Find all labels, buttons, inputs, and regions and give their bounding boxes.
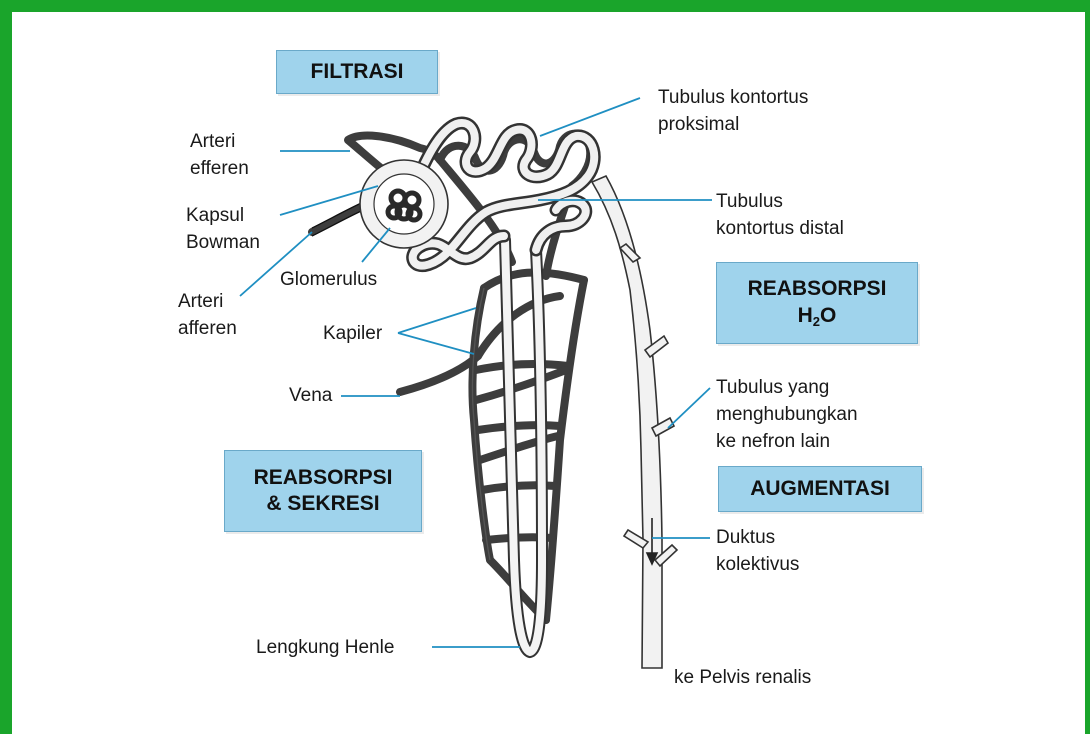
reabsorpsi-sekresi-line2: & SEKRESI — [266, 491, 379, 517]
label-arteri-efferen: Arteri efferen — [190, 128, 249, 182]
augmentasi-label: AUGMENTASI — [750, 476, 890, 502]
filtrasi-box: FILTRASI — [276, 50, 438, 94]
reabsorpsi-h2o-box: REABSORPSI H2O — [716, 262, 918, 344]
collecting-duct — [592, 176, 677, 668]
label-kapiler: Kapiler — [323, 320, 382, 347]
label-arteri-afferen: Arteri afferen — [178, 288, 237, 342]
reabsorpsi-h2o-line2: H2O — [798, 303, 837, 330]
augmentasi-box: AUGMENTASI — [718, 466, 922, 512]
label-pelvis-renalis: ke Pelvis renalis — [674, 664, 811, 691]
label-tubulus-distal: Tubulus kontortus distal — [716, 188, 844, 242]
reabsorpsi-h2o-line1: REABSORPSI — [748, 276, 887, 302]
label-tubulus-penghubung: Tubulus yang menghubungkan ke nefron lai… — [716, 374, 858, 455]
reabsorpsi-sekresi-line1: REABSORPSI — [254, 465, 393, 491]
label-vena: Vena — [289, 382, 332, 409]
label-kapsul-bowman: Kapsul Bowman — [186, 202, 260, 256]
label-glomerulus: Glomerulus — [280, 266, 377, 293]
label-tubulus-proksimal: Tubulus kontortus proksimal — [658, 84, 808, 138]
label-duktus-kolektivus: Duktus kolektivus — [716, 524, 799, 578]
reabsorpsi-sekresi-box: REABSORPSI & SEKRESI — [224, 450, 422, 532]
filtrasi-label: FILTRASI — [311, 59, 404, 85]
label-lengkung-henle: Lengkung Henle — [256, 634, 394, 661]
